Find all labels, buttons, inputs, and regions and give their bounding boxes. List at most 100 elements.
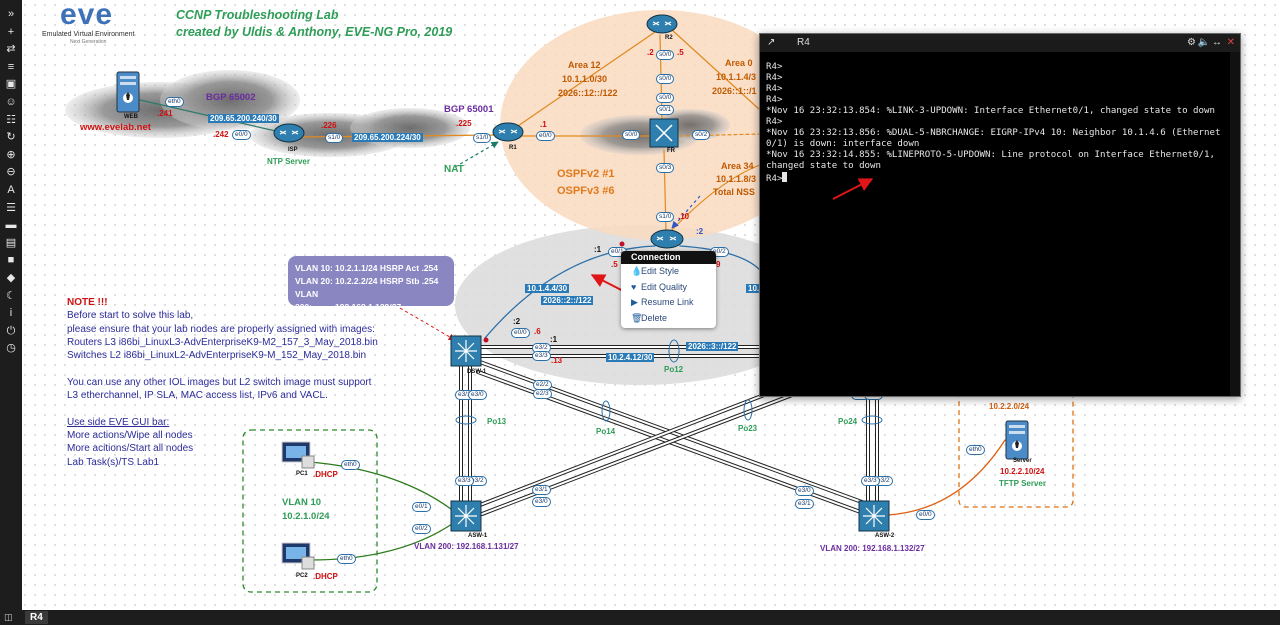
interface-badge: e3/1 [532,485,551,495]
interface-badge: s0/0 [622,130,641,140]
server-zone [958,389,1074,508]
net-po12: 10.2.4.12/30 [606,353,655,362]
terminal-line: 0/1) is down: interface down [766,139,920,149]
area12-label: Area 12 [568,60,601,70]
resize-icon[interactable]: ↔ [1212,37,1222,48]
terminal-window[interactable]: ↗ R4 ⚙ 🔈 ↔ ✕ R4>R4>R4>R4>*Nov 16 23:32:1… [759,33,1241,397]
menu-item-delete[interactable]: 🗑Delete [621,311,716,327]
interface-badge: e3/3 [455,476,474,486]
notes-line: You can use any other IOL images but L2 … [67,376,372,388]
dsw-ip6-1: :1 [550,335,558,344]
logo-brand: eve [60,0,114,31]
interface-badge: s0/0 [656,74,675,84]
eve-logo: eve Emulated Virtual Environment Next Ge… [42,0,142,45]
interface-badge: s1/0 [325,133,344,143]
menu-item-edit-style[interactable]: 💧Edit Style [621,264,716,280]
node-asw1[interactable] [450,500,482,532]
shuffle-icon[interactable]: ⇄ [6,43,16,56]
popout-icon[interactable]: ↗ [767,37,776,48]
net-web-isp: 209.65.200.240/30 [208,114,279,123]
chat-icon[interactable]: ▬ [5,219,17,232]
node-asw2[interactable] [858,500,890,532]
node-label-asw1: ASW-1 [468,533,488,539]
node-dsw1[interactable] [450,335,482,367]
po14-label: Po14 [596,427,616,436]
mute-icon[interactable]: 🔈 [1197,37,1210,48]
node-r4[interactable] [650,229,684,249]
r2-ip-2: .2 [647,48,654,57]
chevron-right-icon[interactable]: » [7,8,15,20]
node-label-pc1: PC1 [296,471,308,477]
web-ip-241: .241 [157,109,173,118]
text-icon[interactable]: A [7,184,15,196]
image-icon[interactable]: ▣ [5,78,17,91]
interface-badge: eth0 [337,554,356,564]
close-icon[interactable]: ✕ [1226,37,1235,48]
server-ip: 10.2.2.10/24 [1000,467,1045,476]
r2-ip-5: .5 [677,48,684,57]
net-po12-v6: 2026::3::/122 [686,342,739,351]
node-label-r1: R1 [509,145,517,151]
interface-badge: e3/0 [795,486,814,496]
node-label-asw2: ASW-2 [875,533,895,539]
zoom-in-icon[interactable]: ⊕ [6,148,16,161]
gear-icon[interactable]: ⚙ [1187,37,1196,48]
node-isp[interactable] [273,123,305,143]
interface-badge: eth0 [966,445,985,455]
folder-icon[interactable]: ▤ [5,236,17,249]
info-icon[interactable]: i [9,307,13,320]
terminal-arrow [832,178,874,200]
interface-badge: e3/0 [468,390,487,400]
net-r4-dsw-v6: 2026::2::/122 [541,296,594,305]
interface-badge: e0/0 [232,130,251,140]
doc-icon[interactable]: ☰ [6,201,16,214]
terminal-output[interactable]: R4>R4>R4>R4>*Nov 16 23:32:13.854: %LINK-… [760,52,1230,396]
interface-badge: s0/1 [656,105,675,115]
node-label-dsw1: DSW-1 [467,369,487,375]
refresh-icon[interactable]: ↻ [6,131,16,144]
node-fr[interactable] [649,118,679,148]
logo-subtitle: Emulated Virtual Environment [42,31,135,38]
interface-badge: s0/2 [692,130,711,140]
terminal-line: R4> [766,117,783,127]
terminal-line: *Nov 16 23:32:14.855: %LINEPROTO-5-UPDOW… [766,150,1215,160]
add-node-icon[interactable]: + [7,25,15,38]
moon-icon[interactable]: ☾ [6,289,16,302]
notes-line [67,362,378,375]
droplet-icon: 💧 [631,266,643,276]
notes-line: please ensure that your lab nodes are pr… [67,323,375,335]
node-r1[interactable] [492,122,524,142]
list-icon[interactable]: ≡ [7,60,15,73]
grid-icon[interactable]: ☷ [6,113,16,126]
power-icon[interactable]: ⏻ [6,324,16,337]
terminal-titlebar[interactable]: ↗ R4 ⚙ 🔈 ↔ ✕ [760,34,1240,52]
area34-type: Total NSS [713,187,755,197]
interface-badge: s0/3 [656,163,675,173]
user-icon[interactable]: ☺ [5,96,17,108]
tag-icon[interactable]: ◆ [6,272,16,284]
clock-icon[interactable]: ◷ [6,342,16,355]
node-pc1[interactable] [281,441,315,469]
node-pc2[interactable] [281,542,315,570]
interface-badge: s0/0 [656,93,675,103]
node-label-fr: FR [667,148,675,154]
taskbar-item-r4[interactable]: R4 [25,611,48,624]
menu-item-resume-link[interactable]: ▶Resume Link [621,295,716,311]
lock-icon[interactable]: ■ [7,254,15,267]
menu-item-edit-quality[interactable]: ♥Edit Quality [621,280,716,296]
zoom-out-icon[interactable]: ⊖ [6,166,16,179]
node-server[interactable] [1005,420,1029,460]
pc2-dhcp: .DHCP [313,572,338,581]
notes-gui-line: More acitions/Start all nodes [67,443,194,455]
terminal-scrollbar[interactable] [1230,52,1240,396]
area0-label: Area 0 [725,58,753,68]
po13-label: Po13 [487,417,507,426]
interface-badge: s0/0 [656,50,675,60]
windows-icon[interactable]: ◫ [4,612,13,622]
node-r2[interactable] [646,14,678,34]
interface-badge: e0/0 [916,510,935,520]
vlan-note-arrow [399,307,456,341]
pc1-dhcp: .DHCP [313,470,338,479]
isp-ip-226: .226 [321,121,337,130]
node-web[interactable] [116,71,140,113]
